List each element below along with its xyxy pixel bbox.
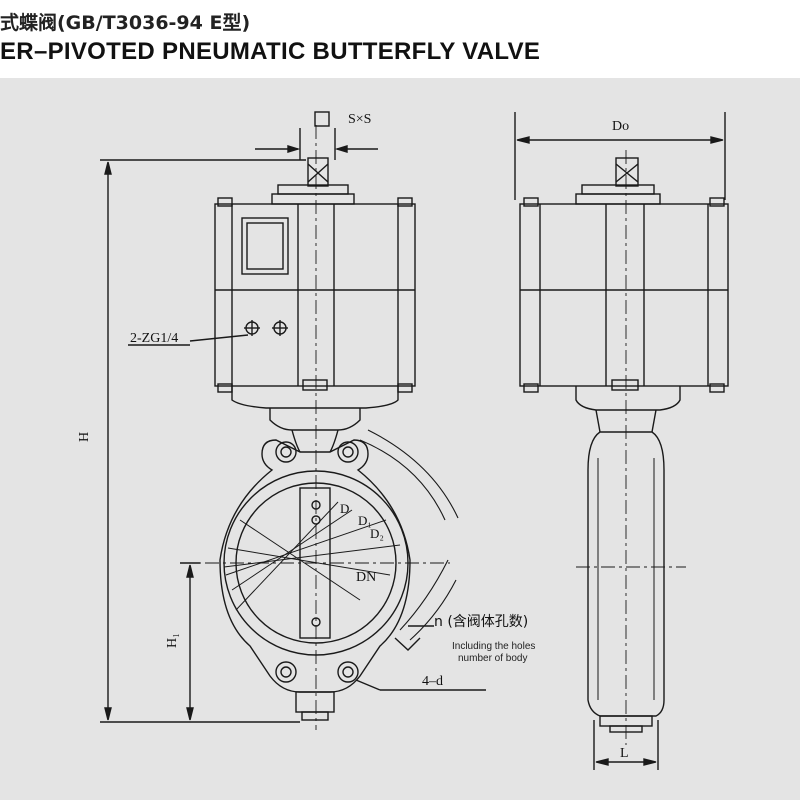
drawing-title-english: ER–PIVOTED PNEUMATIC BUTTERFLY VALVE bbox=[0, 38, 541, 65]
label-n-english-line2: number of body bbox=[458, 653, 528, 664]
drawing-title-chinese: 式蝶阀(GB/T3036-94 E型) bbox=[0, 12, 251, 34]
side-valve-body bbox=[587, 431, 665, 717]
label-4d: 4–d bbox=[422, 674, 443, 689]
side-view bbox=[514, 112, 729, 770]
label-d2: D₂ bbox=[370, 526, 384, 541]
label-l: L bbox=[620, 746, 629, 761]
label-sxs: S×S bbox=[348, 112, 371, 127]
square-drive-symbol bbox=[314, 111, 330, 127]
valve-body bbox=[219, 439, 411, 693]
side-actuator-body bbox=[519, 203, 729, 387]
front-view bbox=[100, 111, 486, 730]
label-n: n (含阀体孔数) bbox=[434, 614, 528, 630]
label-h1: H₁ bbox=[165, 633, 180, 648]
label-air-ports: 2-ZG1/4 bbox=[130, 331, 178, 346]
label-d1: D₁ bbox=[358, 513, 372, 528]
label-do: Do bbox=[612, 119, 629, 134]
indicator-window bbox=[241, 217, 289, 275]
label-dn: DN bbox=[356, 570, 376, 585]
label-n-english-line1: Including the holes bbox=[452, 641, 535, 652]
label-d: D bbox=[340, 501, 349, 516]
actuator-body bbox=[214, 203, 416, 387]
label-h: H bbox=[77, 432, 92, 442]
